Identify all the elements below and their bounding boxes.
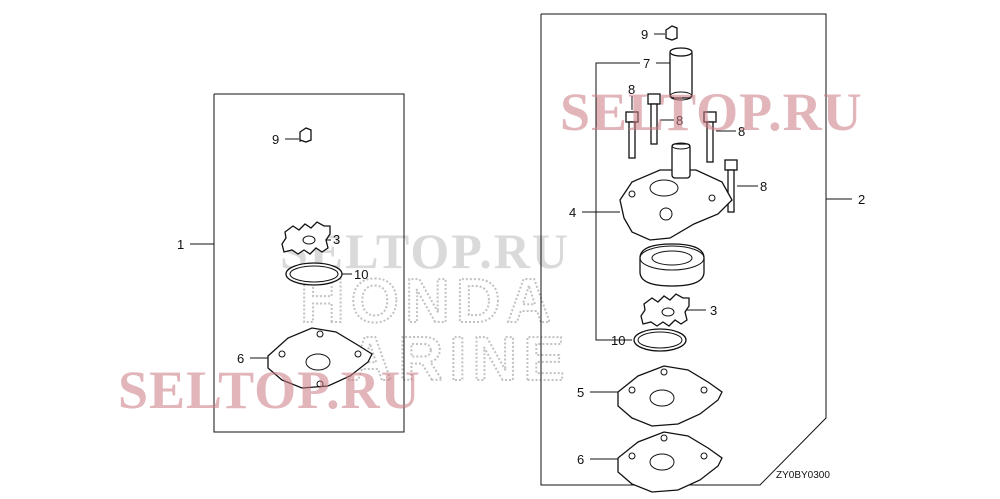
callout-left-kit: 1 [177, 237, 184, 252]
callout-oring-right: 10 [611, 333, 625, 348]
oring-left-part [285, 262, 343, 286]
pump-liner-part [639, 243, 705, 287]
gasket-left-part [267, 327, 373, 389]
key-left-part [299, 127, 312, 143]
callout-bolt-b: 8 [676, 113, 683, 128]
callout-bolt-d: 8 [760, 179, 767, 194]
watermark-seltop-top: SELTOP.RU [560, 82, 863, 142]
watermark-honda: HONDA [300, 267, 557, 336]
callout-plate-right: 5 [577, 385, 584, 400]
bracket-tube-oring [595, 62, 640, 341]
bolt-d-part [724, 159, 738, 213]
pump-housing-part [619, 142, 733, 241]
figure-code: ZY0BY0300 [776, 470, 830, 481]
watermark-seltop-bottom: SELTOP.RU [118, 360, 421, 420]
oring-right-part [633, 328, 687, 352]
callout-gasket-left: 6 [237, 351, 244, 366]
callout-key-left: 9 [272, 132, 279, 147]
plate-right-part [617, 365, 723, 427]
water-tube-part [669, 47, 693, 101]
bolt-c-part [703, 111, 717, 163]
callout-oring-left: 10 [354, 267, 368, 282]
callout-gasket-right: 6 [577, 452, 584, 467]
callout-bolt-c: 8 [738, 124, 745, 139]
impeller-right-part [640, 293, 690, 327]
callout-key-right: 9 [641, 27, 648, 42]
callout-right-kit: 2 [858, 192, 865, 207]
callout-bolt-a: 8 [628, 82, 635, 97]
key-right-part [665, 25, 678, 41]
gasket-right-part [617, 431, 723, 493]
callout-impeller-right: 3 [710, 303, 717, 318]
callout-impeller-left: 3 [333, 232, 340, 247]
impeller-left-part [281, 221, 331, 255]
left-kit-frame [213, 93, 405, 433]
bolt-b-part [647, 93, 661, 145]
callout-water-tube: 7 [643, 56, 650, 71]
right-kit-frame [540, 13, 827, 486]
callout-pump-housing: 4 [569, 205, 576, 220]
bolt-a-part [625, 111, 639, 159]
